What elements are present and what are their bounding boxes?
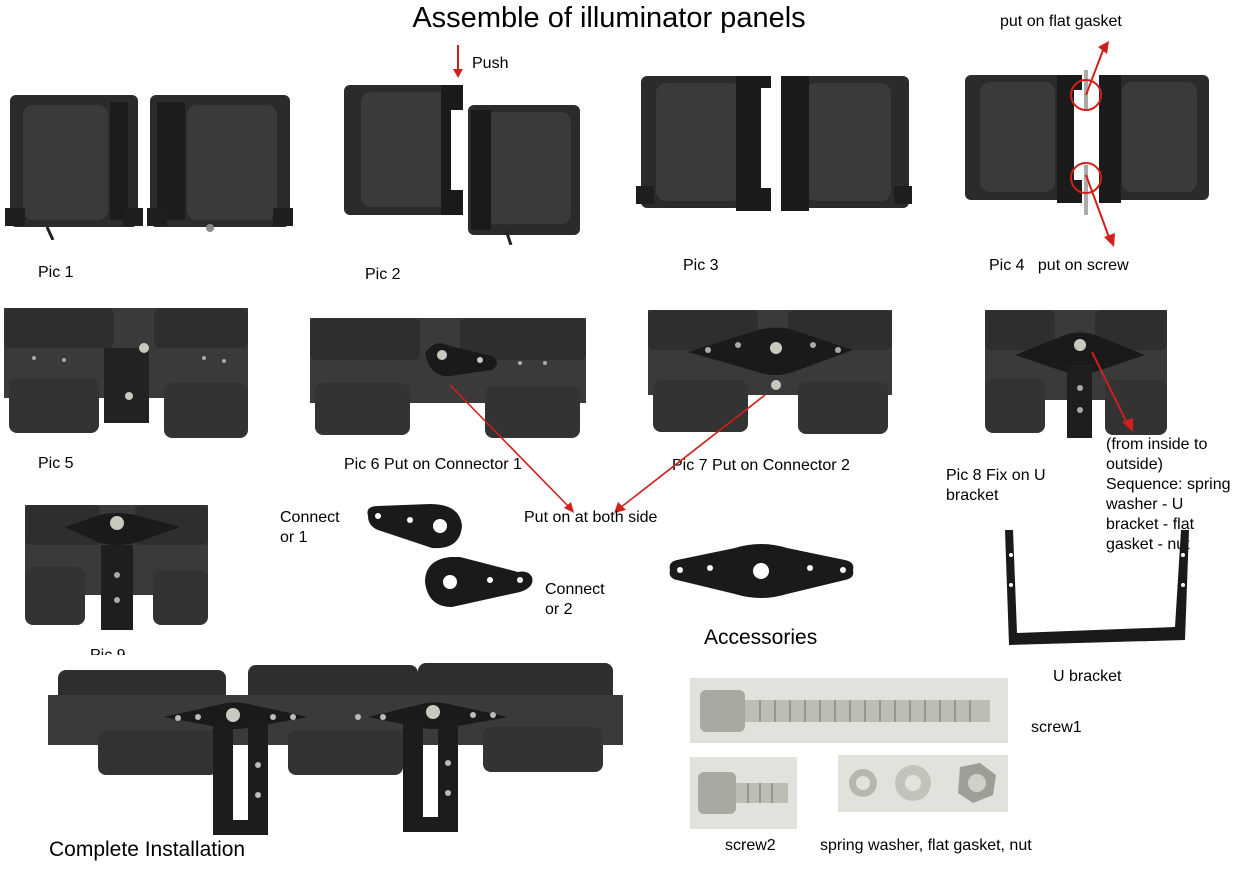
pic6-caption: Pic 6 Put on Connector 1 bbox=[344, 456, 522, 473]
pic1-photo bbox=[5, 90, 295, 240]
connector-plate-image bbox=[665, 540, 857, 602]
screw2-label: screw2 bbox=[725, 837, 776, 854]
connector1-label: Connect or 1 bbox=[280, 509, 340, 546]
panel-right bbox=[147, 95, 293, 232]
pic4-arrows bbox=[1080, 35, 1150, 250]
both-side-label: Put on at both side bbox=[524, 509, 658, 526]
screw2-photo bbox=[690, 757, 797, 829]
connector-arrows bbox=[440, 380, 780, 520]
pic2-photo bbox=[336, 80, 586, 245]
pic7-caption: Pic 7 Put on Connector 2 bbox=[672, 457, 850, 474]
push-arrow bbox=[450, 45, 470, 80]
complete-installation-photo bbox=[38, 655, 630, 835]
pic4-photo bbox=[962, 70, 1217, 235]
complete-installation-caption: Complete Installation bbox=[49, 838, 246, 861]
pic5-caption: Pic 5 bbox=[38, 455, 74, 472]
screw1-photo bbox=[690, 678, 1008, 743]
pic8-arrow bbox=[1090, 350, 1140, 435]
accessories-heading: Accessories bbox=[704, 626, 818, 649]
pic8-caption: Pic 8 Fix on U bracket bbox=[946, 467, 1046, 504]
pic9-photo bbox=[25, 505, 208, 630]
sequence-note: (from inside to outside) Sequence: sprin… bbox=[1106, 436, 1231, 553]
pic5-photo bbox=[4, 308, 248, 438]
pic7-photo bbox=[648, 310, 892, 438]
push-label: Push bbox=[472, 55, 509, 72]
pic2-caption: Pic 2 bbox=[365, 266, 401, 283]
connector2-image bbox=[420, 552, 540, 612]
pic1-caption: Pic 1 bbox=[38, 264, 74, 281]
connector1-image bbox=[360, 498, 470, 553]
pic3-photo bbox=[636, 68, 913, 228]
pic4-caption: Pic 4 put on screw bbox=[989, 257, 1129, 274]
u-bracket-image bbox=[995, 525, 1205, 650]
washers-label: spring washer, flat gasket, nut bbox=[820, 837, 1032, 854]
pic8-photo bbox=[985, 310, 1167, 438]
u-bracket-label: U bracket bbox=[1053, 668, 1122, 685]
washers-photo bbox=[838, 755, 1008, 812]
panel-left bbox=[5, 95, 143, 240]
screw1-label: screw1 bbox=[1031, 719, 1082, 736]
flat-gasket-label: put on flat gasket bbox=[1000, 13, 1122, 30]
page-title: Assemble of illuminator panels bbox=[412, 2, 806, 34]
connector2-label: Connect or 2 bbox=[545, 581, 605, 618]
pic6-photo bbox=[310, 318, 586, 440]
pic3-caption: Pic 3 bbox=[683, 257, 719, 274]
